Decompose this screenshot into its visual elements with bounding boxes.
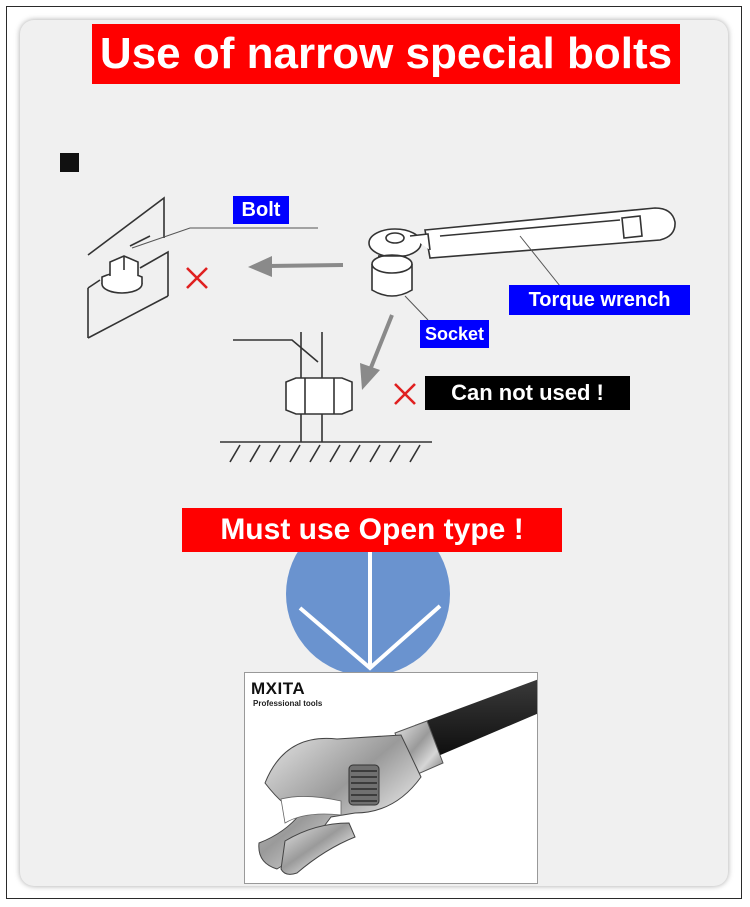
torque-wrench-drawing — [368, 207, 676, 259]
socket-drawing — [371, 254, 413, 297]
socket-leader-line — [404, 295, 429, 321]
bolt-frame-drawing — [87, 196, 169, 339]
arrow-left-icon — [248, 256, 344, 277]
brand-tagline: Professional tools — [253, 699, 323, 708]
socket-label: Socket — [420, 320, 489, 348]
torque-wrench-label: Torque wrench — [509, 285, 690, 315]
cross-icon — [394, 383, 416, 405]
down-arrow-icon — [298, 548, 442, 671]
bolt-head-drawing — [101, 255, 143, 294]
bolt-label: Bolt — [233, 196, 289, 224]
bolt-leader-line — [131, 227, 318, 249]
square-bullet-icon — [60, 153, 79, 172]
wrench-product-photo: MXITA Professional tools MXITA MX-1130 — [244, 672, 538, 884]
adjustable-wrench-illustration — [245, 673, 537, 883]
arrow-down-left-icon — [360, 314, 394, 390]
brand-logo: MXITA — [251, 679, 306, 698]
can-not-used-label: Can not used ! — [425, 376, 630, 410]
torque-leader-line — [519, 235, 561, 287]
must-use-open-type-banner: Must use Open type ! — [182, 508, 562, 552]
page-title: Use of narrow special bolts — [92, 24, 680, 84]
narrow-nut-drawing — [220, 332, 432, 463]
cross-icon — [186, 267, 208, 289]
